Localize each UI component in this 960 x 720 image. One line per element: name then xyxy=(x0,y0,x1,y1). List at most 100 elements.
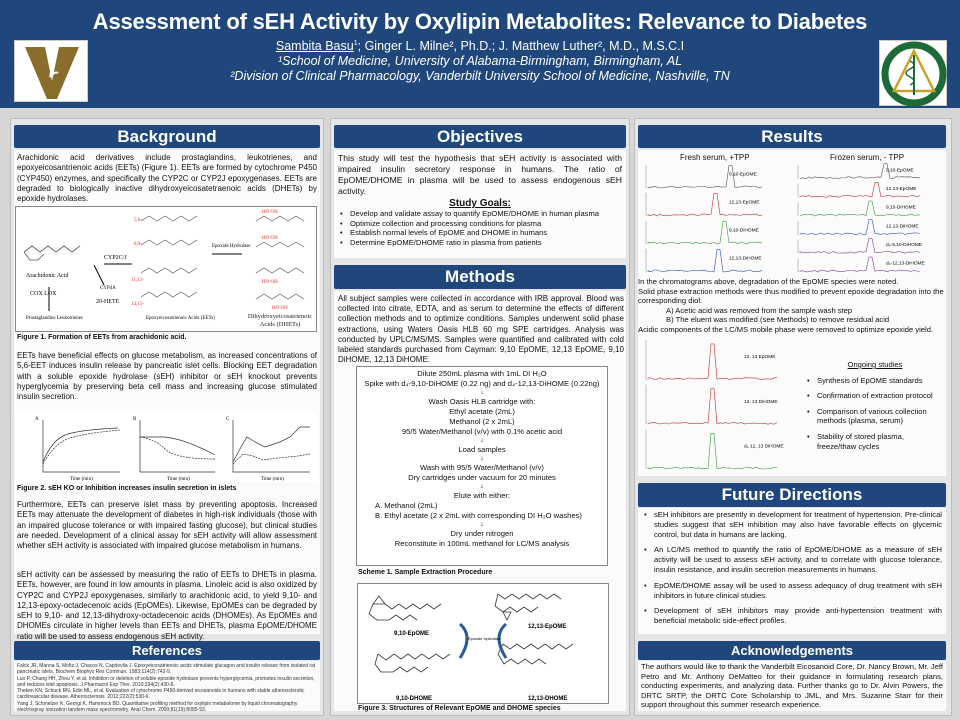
chromatogram-frozen-serum: 9,10-EpOME12,13-EpOME9,10-DiHOME12,13-Di… xyxy=(792,163,942,275)
scheme-step: Load samples xyxy=(357,445,607,455)
fresh-serum-title: Fresh serum, +TPP xyxy=(680,153,750,162)
acknowledgements-heading: Acknowledgements xyxy=(638,641,946,660)
scheme-1-extraction-procedure: Dilute 250mL plasma with 1mL DI H₂O Spik… xyxy=(356,366,608,566)
references-heading: References xyxy=(14,641,320,660)
goal-item: Establish normal levels of EpOME and DHO… xyxy=(338,228,622,238)
epoxide-hydrolase-label: Epoxide Hydrolase xyxy=(212,244,251,249)
goal-item: Develop and validate assay to quantify E… xyxy=(338,209,622,219)
frozen-serum-title: Frozen serum, - TPP xyxy=(830,153,904,162)
other-authors: ; Ginger L. Milne², Ph.D.; J. Matthew Lu… xyxy=(358,39,684,53)
scheme-step: Wash with 95/5 Water/Methanol (v/v) xyxy=(357,463,607,473)
dhets-label: Dihydroxyeicosatrienoic Acids (DHETs) xyxy=(244,313,316,328)
background-heading: Background xyxy=(14,125,320,148)
ongoing-item: Confirmation of extraction protocol xyxy=(805,391,945,401)
results-line: Acidic components of the LC/MS mobile ph… xyxy=(638,325,946,335)
future-item: sEH inhibitors are presently in developm… xyxy=(642,510,942,539)
scheme-step: 95/5 Water/Methanol (v/v) with 0.1% acet… xyxy=(357,427,607,437)
scheme-step: Ethyl acetate (2mL) xyxy=(357,407,607,417)
results-text: In the chromatograms above, degradation … xyxy=(638,277,946,335)
figure-2-caption: Figure 2. sEH KO or Inhibition increases… xyxy=(17,485,236,492)
scheme-step: Dilute 250mL plasma with 1mL DI H₂O xyxy=(357,369,607,379)
trace-label: 9,10-EpOME xyxy=(886,167,914,173)
trace-label: 9,10-EpOME xyxy=(729,172,757,178)
background-paragraph-3: Furthermore, EETs can preserve islet mas… xyxy=(17,500,317,551)
poster-title: Assessment of sEH Activity by Oxylipin M… xyxy=(0,0,960,35)
future-directions-heading: Future Directions xyxy=(638,483,946,507)
label-12-13-dhome: 12,13-DHOME xyxy=(528,696,567,702)
goal-item: Optimize collection and processing condi… xyxy=(338,219,622,229)
trace-label: d₄-12,13-DiHOME xyxy=(886,261,925,267)
modification-b: B) The eluent was modified (see Methods)… xyxy=(638,315,946,325)
trace-label: 12, 13 EpOME xyxy=(744,354,775,360)
poster-header: Assessment of sEH Activity by Oxylipin M… xyxy=(0,0,960,108)
future-item: An LC/MS method to quantify the ratio of… xyxy=(642,545,942,574)
epoxide-hydrolase-label: Epoxide hydrolase xyxy=(468,636,502,641)
results-line: Solid phase extraction methods were thus… xyxy=(638,287,946,306)
reference-item: Theken KN, Schuck RN, Edin ML, et al. Ev… xyxy=(17,688,317,701)
study-goals-heading: Study Goals: xyxy=(338,198,622,209)
label-9-10-epome: 9,10-EpOME xyxy=(394,631,429,637)
panel-a-label: A xyxy=(35,417,39,422)
background-paragraph-2: EETs have beneficial effects on glucose … xyxy=(17,351,317,402)
prostaglandins-label: Prostaglandins Leukotrienes xyxy=(26,316,83,321)
scheme-step: Dry under nitrogen xyxy=(357,529,607,539)
authors: Sambita Basu1; Ginger L. Milne², Ph.D.; … xyxy=(0,39,960,53)
scheme-step: Methanol (2 x 2mL) xyxy=(357,417,607,427)
ongoing-item: Synthesis of EpOME standards xyxy=(805,376,945,386)
elute-option: B. Ethyl acetate (2 x 2mL with correspon… xyxy=(357,511,607,521)
arrow-down-icon: ↓ xyxy=(357,437,607,445)
background-paragraph-4: sEH activity can be assessed by measurin… xyxy=(17,570,317,642)
results-line: In the chromatograms above, degradation … xyxy=(638,277,946,287)
scheme-step: Reconstitute in 100mL methanol for LC/MS… xyxy=(357,539,607,549)
label-12-13-epome: 12,13-EpOME xyxy=(528,624,566,630)
chromatogram-svg: 9,10-EpOME12,13-EpOME9,10-DiHOME12,13-Di… xyxy=(792,163,942,275)
first-author: Sambita Basu xyxy=(276,39,354,53)
ongoing-item: Comparison of various collection methods… xyxy=(805,407,945,426)
trace-label: 12,13-EpOME xyxy=(729,200,759,206)
trace-label: 9,10-DiHOME xyxy=(729,228,759,234)
objectives-heading: Objectives xyxy=(334,125,626,148)
panel-b-label: B xyxy=(133,417,137,422)
trace-label: 12, 13 DiHOME xyxy=(744,399,778,405)
20-hete-label: 20-HETE xyxy=(96,299,120,305)
objectives-text: This study will test the hypothesis that… xyxy=(338,153,622,197)
trace-label: 12,13-DiHOME xyxy=(729,256,762,262)
ongoing-item: Stability of stored plasma, freeze/thaw … xyxy=(805,432,945,451)
svg-text:HO OH: HO OH xyxy=(262,210,278,215)
reference-item: Falck JR, Manna S, Moltz J, Chacos N, Ca… xyxy=(17,663,317,676)
references-list: Falck JR, Manna S, Moltz J, Chacos N, Ca… xyxy=(14,661,320,711)
future-item: Development of sEH inhibitors may provid… xyxy=(642,606,942,626)
scheme-step: Dry cartridges under vacuum for 20 minut… xyxy=(357,473,607,483)
ongoing-studies-heading: Ongoing studies xyxy=(805,360,945,370)
panel-c-xlabel: Time (min) xyxy=(261,477,284,482)
trace-label: 9,10-DiHOME xyxy=(886,205,916,211)
figure-1-eet-formation: Arachidonic Acid COX LOX Prostaglandins … xyxy=(15,206,317,332)
modification-a: A) Acetic acid was removed from the samp… xyxy=(638,306,946,316)
scheme-step: Elute with either: xyxy=(357,491,607,501)
ongoing-studies: Ongoing studies Synthesis of EpOME stand… xyxy=(805,360,945,451)
reference-item: Luo P, Chang HH, Zhou Y, et al. Inhibiti… xyxy=(17,676,317,689)
chromatogram-svg: 9,10-EpOME 12,13-EpOME 9,10-DiHOME 12,13-Di… xyxy=(640,163,785,275)
arachidonic-acid-label: Arachidonic Acid xyxy=(26,273,69,279)
study-goals-list: Develop and validate assay to quantify E… xyxy=(338,209,622,247)
affiliation-1: ¹School of Medicine, University of Alaba… xyxy=(0,54,960,68)
chromatogram-optimized: 12, 13 EpOME12, 13 DiHOMEd₄ 12, 13 DiHOM… xyxy=(640,338,800,472)
vanderbilt-logo xyxy=(14,40,88,102)
figure-1-caption: Figure 1. Formation of EETs from arachid… xyxy=(17,334,186,341)
panel-c-label: C xyxy=(226,417,230,422)
arrow-down-icon: ↓ xyxy=(357,483,607,491)
elute-option: A. Methanol (2mL) xyxy=(357,501,607,511)
svg-text:HO OH: HO OH xyxy=(262,280,278,285)
cox-lox-label: COX LOX xyxy=(30,291,57,297)
chromatogram-trace xyxy=(648,433,777,469)
scheme-step: Wash Oasis HLB cartridge with: xyxy=(357,397,607,407)
trace-label: 12,13-DiHOME xyxy=(886,223,919,229)
trace-label: d₄-9,10-DiHOME xyxy=(886,242,922,248)
panel-a-xlabel: Time (min) xyxy=(70,477,93,482)
svg-text:14,15-: 14,15- xyxy=(131,302,144,307)
future-item: EpOME/DHOME assay will be used to assess… xyxy=(642,581,942,601)
eets-label: Epoxyeicosatrienoic Acids (EETs) xyxy=(146,316,215,321)
chromatogram-svg: 12, 13 EpOME12, 13 DiHOMEd₄ 12, 13 DiHOM… xyxy=(640,338,800,472)
figure-3-caption: Figure 3. Structures of Relevant EpOME a… xyxy=(358,705,561,712)
svg-text:HO OH: HO OH xyxy=(262,236,278,241)
